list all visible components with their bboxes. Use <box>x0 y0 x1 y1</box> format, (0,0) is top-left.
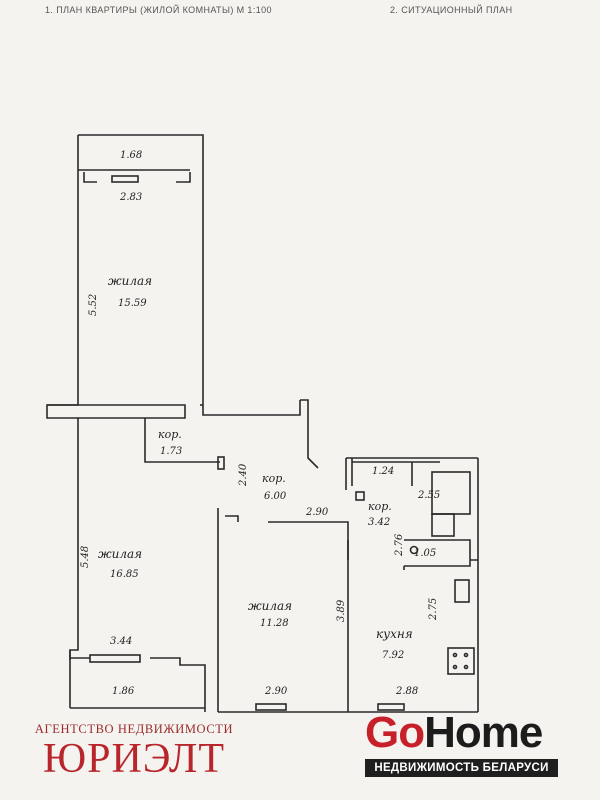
label-room2-name: жилая <box>98 547 142 561</box>
wall-left <box>46 135 79 708</box>
label-corridor-right-side: 2.76 <box>394 533 405 557</box>
label-room2-side: 5.48 <box>80 546 91 568</box>
label-corridor-main-area: 6.00 <box>264 491 287 502</box>
label-kitchen-bottom: 2.88 <box>395 686 418 697</box>
wall-top-right <box>78 134 301 416</box>
label-top-window: 2.83 <box>119 192 142 203</box>
label-room3-top: 2.90 <box>305 507 329 518</box>
walls <box>46 134 479 713</box>
corridor-small <box>144 418 220 463</box>
room3-top-wall <box>268 521 349 712</box>
situation-plan-title: 2. СИТУАЦИОННЫЙ ПЛАН <box>390 5 513 15</box>
label-wc-top: 2.55 <box>417 490 440 501</box>
label-kitchen-side: 2.75 <box>428 598 439 621</box>
gohome-go: Go <box>365 708 425 757</box>
label-balcony-top: 1.68 <box>120 150 142 161</box>
label-room3-side: 3.89 <box>336 599 347 622</box>
label-room3-name: жилая <box>248 599 292 613</box>
label-corridor-right-area: 3.42 <box>368 517 390 528</box>
label-wc-area: 1.05 <box>414 548 436 559</box>
label-room3-area: 11.28 <box>260 618 289 629</box>
gohome-wordmark: GoHome <box>365 708 543 757</box>
label-corridor-small-area: 1.73 <box>160 446 182 457</box>
label-bath: 1.24 <box>372 466 394 477</box>
agency-subtitle: АГЕНТСТВО НЕДВИЖИМОСТИ <box>34 722 234 736</box>
label-balcony-bottom: 1.86 <box>112 686 135 697</box>
label-corridor-small-name: кор. <box>158 428 182 441</box>
label-room3-bottom: 2.90 <box>264 686 288 697</box>
bottom-window-room2 <box>89 654 141 663</box>
label-corridor-main-name: кор. <box>262 472 286 485</box>
stove <box>447 647 475 675</box>
label-room1-name: жилая <box>108 274 152 288</box>
label-kitchen-name: кухня <box>376 627 413 641</box>
top-window <box>111 175 139 183</box>
label-kitchen-area: 7.92 <box>382 650 404 661</box>
page-header: 1. ПЛАН КВАРТИРЫ (ЖИЛОЙ КОМНАТЫ) М 1:100… <box>0 0 600 22</box>
agency-logo: АГЕНТСТВО НЕДВИЖИМОСТИ ЮРИЭЛТ <box>14 722 254 781</box>
wc <box>404 539 471 567</box>
label-corridor-right-name: кор. <box>368 500 392 513</box>
plan-labels: 1.68 2.83 жилая 15.59 5.52 кор. 1.73 2.4… <box>80 150 440 697</box>
label-room1-area: 15.59 <box>118 298 147 309</box>
plan-title: 1. ПЛАН КВАРТИРЫ (ЖИЛОЙ КОМНАТЫ) М 1:100 <box>45 5 272 15</box>
agency-name: ЮРИЭЛТ <box>42 736 226 782</box>
label-corridor-width: 2.40 <box>238 463 249 487</box>
label-room2-area: 16.85 <box>110 569 139 580</box>
gohome-logo: GoHome НЕДВИЖИМОСТЬ БЕЛАРУСИ <box>365 708 558 777</box>
wall-room1-bottom <box>47 404 186 419</box>
label-room1-side: 5.52 <box>88 294 99 316</box>
gohome-tagline: НЕДВИЖИМОСТЬ БЕЛАРУСИ <box>365 759 558 777</box>
label-room2-window: 3.44 <box>110 636 132 647</box>
gohome-home: Home <box>424 708 543 757</box>
